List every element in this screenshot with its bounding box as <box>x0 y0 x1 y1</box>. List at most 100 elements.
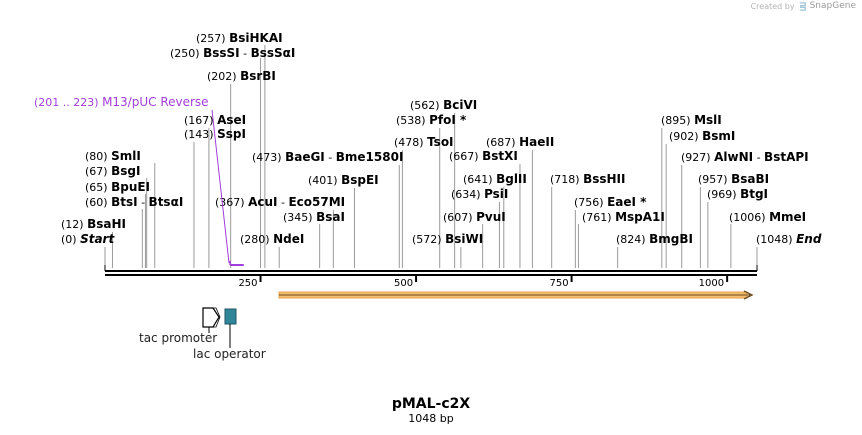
site-label[interactable]: (718) BssHII <box>550 172 625 186</box>
site-position: (562) <box>410 99 443 112</box>
site-name-2: Bme1580I <box>336 150 404 164</box>
site-position: (687) <box>486 136 519 149</box>
site-position: (927) <box>681 151 714 164</box>
site-label[interactable]: (687) HaeII <box>486 135 554 149</box>
site-name: AseI <box>217 113 246 127</box>
site-name: BtgI <box>740 187 768 201</box>
site-label[interactable]: (1048) End <box>756 232 822 246</box>
site-label[interactable]: (902) BsmI <box>669 129 735 143</box>
site-name: Start <box>80 232 115 246</box>
site-label[interactable]: (67) BsgI <box>85 164 140 178</box>
snapgene-logo-icon <box>799 1 806 11</box>
site-name: BtsI <box>111 195 138 209</box>
site-label[interactable]: (143) SspI <box>184 127 246 141</box>
site-label[interactable]: (65) BpuEI <box>85 180 150 194</box>
site-name-2: BssSαI <box>251 46 296 60</box>
site-label[interactable]: (401) BspEI <box>308 173 379 187</box>
primer-name: M13/pUC Reverse <box>102 95 209 109</box>
site-name: PfoI * <box>429 113 467 127</box>
site-label[interactable]: (562) BciVI <box>410 98 477 112</box>
site-name: AcuI <box>248 195 277 209</box>
site-name: BciVI <box>443 98 477 112</box>
primer-range: (201 .. 223) <box>34 96 102 109</box>
site-label[interactable]: (957) BsaBI <box>698 172 769 186</box>
site-label[interactable]: (756) EaeI * <box>574 195 647 209</box>
site-label[interactable]: (12) BsaHI <box>61 217 126 231</box>
site-name-2: BstAPI <box>764 150 809 164</box>
site-position: (250) <box>170 47 203 60</box>
snapgene-credit: Created by SnapGene <box>751 1 856 11</box>
feature-label-lac-operator[interactable]: lac operator <box>193 347 266 361</box>
site-label[interactable]: (345) BsaI <box>283 210 345 224</box>
site-name-2: Eco57MI <box>288 195 345 209</box>
site-name: BglII <box>496 172 527 186</box>
credit-brand: SnapGene <box>809 1 856 11</box>
site-label[interactable]: (473) BaeGI - Bme1580I <box>252 150 403 164</box>
orf-arrowhead <box>743 290 754 300</box>
site-label[interactable]: (969) BtgI <box>707 187 768 201</box>
site-position: (902) <box>669 130 702 143</box>
site-separator: - <box>278 196 289 209</box>
site-name: BspEI <box>341 173 379 187</box>
operator-box-icon[interactable] <box>224 308 237 325</box>
site-label[interactable]: (927) AlwNI - BstAPI <box>681 150 809 164</box>
primer-label[interactable]: (201 .. 223) M13/pUC Reverse <box>34 95 209 109</box>
site-label[interactable]: (641) BglII <box>463 172 527 186</box>
site-name: MmeI <box>769 210 806 224</box>
primer-leader <box>211 109 230 264</box>
ruler-tick-label: 750 <box>550 278 569 289</box>
site-position: (957) <box>698 173 731 186</box>
feature-label-tac-promoter[interactable]: tac promoter <box>139 331 217 345</box>
site-position: (345) <box>283 211 316 224</box>
orf-arrow[interactable] <box>278 290 754 300</box>
site-position: (367) <box>215 196 248 209</box>
site-label[interactable]: (572) BsiWI <box>412 232 483 246</box>
site-label[interactable]: (761) MspA1I <box>582 210 665 224</box>
site-label[interactable]: (60) BtsI - BtsαI <box>85 195 183 209</box>
site-name: BssSI <box>203 46 240 60</box>
site-label[interactable]: (0) Start <box>61 232 115 246</box>
site-name: BpuEI <box>111 180 150 194</box>
site-name: BaeGI <box>285 150 325 164</box>
ruler-tick-label: 250 <box>238 278 257 289</box>
site-name: MspA1I <box>615 210 665 224</box>
site-position: (401) <box>308 174 341 187</box>
site-name: BsiHKAI <box>229 31 283 45</box>
site-name: BsrBI <box>240 69 276 83</box>
site-label[interactable]: (250) BssSI - BssSαI <box>170 46 295 60</box>
site-name: BsaHI <box>87 217 126 231</box>
site-label[interactable]: (667) BstXI <box>449 149 518 163</box>
site-name: NdeI <box>273 232 304 246</box>
features[interactable]: tac promoter lac operator <box>139 307 266 361</box>
site-name: EaeI * <box>607 195 647 209</box>
site-position: (718) <box>550 173 583 186</box>
site-label[interactable]: (1006) MmeI <box>729 210 806 224</box>
site-label[interactable]: (824) BmgBI <box>616 232 693 246</box>
site-position: (572) <box>412 233 445 246</box>
ruler-tick-label: 1000 <box>699 278 724 289</box>
site-position: (761) <box>582 211 615 224</box>
site-label[interactable]: (80) SmlI <box>85 149 141 163</box>
map-title: pMAL-c2X <box>391 396 471 412</box>
promoter-arrow-icon[interactable] <box>202 307 220 328</box>
site-label[interactable]: (478) TsoI <box>394 135 454 149</box>
site-name: SmlI <box>111 149 141 163</box>
site-position: (257) <box>196 32 229 45</box>
site-name: HaeII <box>519 135 554 149</box>
site-leader-lines <box>104 45 758 268</box>
site-name: BsiWI <box>445 232 483 246</box>
site-label[interactable]: (634) PsiI <box>451 187 508 201</box>
site-position: (67) <box>85 165 111 178</box>
site-label[interactable]: (367) AcuI - Eco57MI <box>215 195 345 209</box>
site-label[interactable]: (257) BsiHKAI <box>196 31 283 45</box>
site-label[interactable]: (280) NdeI <box>240 232 304 246</box>
site-label[interactable]: (538) PfoI * <box>396 113 467 127</box>
site-label[interactable]: (895) MslI <box>661 113 722 127</box>
site-position: (538) <box>396 114 429 127</box>
primer-annotation[interactable]: (201 .. 223) M13/pUC Reverse <box>34 95 244 266</box>
site-label[interactable]: (607) PvuI <box>443 210 506 224</box>
site-label[interactable]: (167) AseI <box>184 113 246 127</box>
site-label[interactable]: (202) BsrBI <box>207 69 276 83</box>
site-name: BmgBI <box>649 232 693 246</box>
site-position: (60) <box>85 196 111 209</box>
